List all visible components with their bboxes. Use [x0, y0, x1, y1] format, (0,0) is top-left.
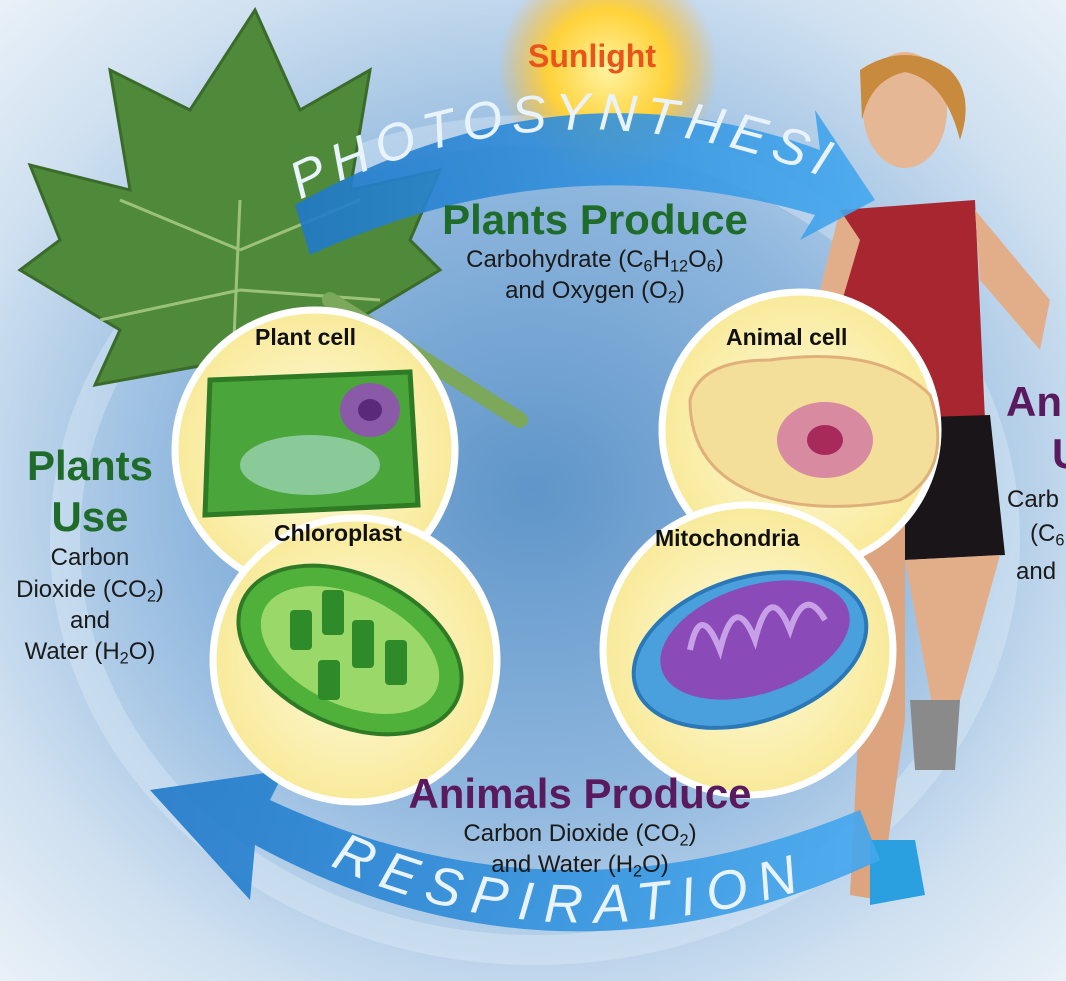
plants-produce-block: Plants Produce Carbohydrate (C6H12O6) an…	[410, 196, 780, 306]
animals-produce-line2: and Water (H2O)	[370, 849, 790, 880]
animal-cell-label: Animal cell	[726, 324, 847, 351]
plants-use-line3: and	[0, 605, 180, 636]
plants-use-line2: Dioxide (CO2)	[0, 574, 180, 605]
chloroplast-icon	[211, 518, 497, 802]
plants-use-line4: Water (H2O)	[0, 636, 180, 667]
animals-produce-heading: Animals Produce	[370, 770, 790, 818]
plant-cell-label: Plant cell	[255, 324, 356, 351]
animals-produce-line1: Carbon Dioxide (CO2)	[370, 818, 790, 849]
plants-produce-heading: Plants Produce	[410, 196, 780, 244]
plants-use-block: Plants Use Carbon Dioxide (CO2) and Wate…	[0, 440, 180, 667]
animals-use-heading-1: An	[1006, 378, 1062, 426]
plants-produce-line1: Carbohydrate (C6H12O6)	[410, 244, 780, 275]
plants-produce-line2: and Oxygen (O2)	[410, 275, 780, 306]
plants-use-heading-2: Use	[0, 491, 180, 542]
chloroplast-label: Chloroplast	[274, 520, 402, 547]
plants-use-line1: Carbon	[0, 542, 180, 573]
sunlight-label: Sunlight	[528, 38, 656, 75]
animals-use-line1: Carb	[1007, 484, 1059, 515]
animals-use-line3: and	[1016, 556, 1056, 587]
animals-produce-block: Animals Produce Carbon Dioxide (CO2) and…	[370, 770, 790, 880]
animals-use-line2: (C6	[1030, 518, 1064, 549]
plants-use-heading-1: Plants	[0, 440, 180, 491]
animals-use-heading-2: U	[1052, 430, 1066, 478]
mitochondria-label: Mitochondria	[655, 525, 799, 552]
